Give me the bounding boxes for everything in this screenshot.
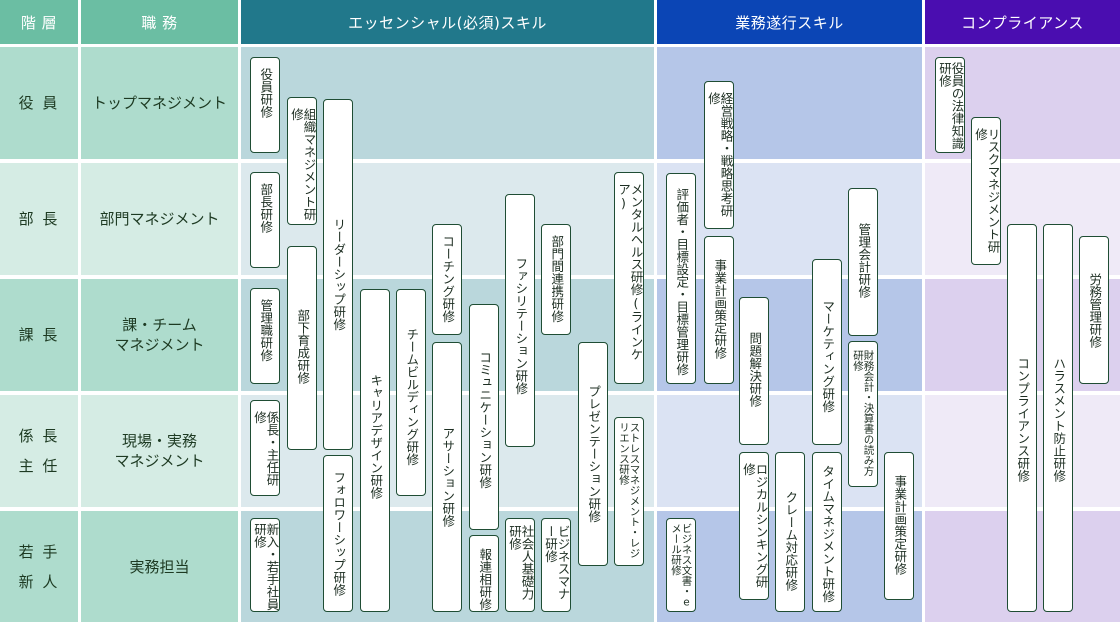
training-business-manners[interactable]: ビジネスマナー研修	[541, 518, 571, 612]
training-label: クレーム対応研修	[783, 491, 799, 591]
training-management-accounting[interactable]: 管理会計研修	[848, 188, 878, 336]
training-label: 管理職研修	[258, 299, 274, 362]
training-complaint-handling[interactable]: クレーム対応研修	[775, 452, 805, 612]
training-business-documents-email[interactable]: ビジネス文書・eメール研修	[666, 518, 696, 612]
training-basic-social-skills[interactable]: 社会人基礎力研修	[505, 518, 535, 612]
training-label: 財務会計・決算書の読み方研修	[852, 350, 875, 476]
role-section-chief: 課・チーム マネジメント	[81, 279, 238, 391]
training-labor-management[interactable]: 労務管理研修	[1079, 236, 1109, 384]
training-label: リスクマネジメント研修	[973, 128, 1001, 253]
level-department-head: 部 長	[0, 163, 78, 275]
training-label: タイムマネジメント研修	[820, 465, 836, 603]
training-evaluator-goal-setting[interactable]: 評価者・目標設定・目標管理研修	[666, 173, 696, 384]
training-label: 報連相研修	[477, 548, 493, 611]
training-label: コンプライアンス研修	[1015, 357, 1031, 482]
level-junior: 若 手 新 人	[0, 511, 78, 622]
training-label: 事業計画策定研修	[712, 259, 728, 359]
training-time-management[interactable]: タイムマネジメント研修	[812, 452, 842, 612]
training-compliance[interactable]: コンプライアンス研修	[1007, 224, 1037, 612]
training-presentation[interactable]: プレゼンテーション研修	[578, 342, 608, 566]
training-risk-management[interactable]: リスクマネジメント研修	[971, 117, 1001, 265]
training-mental-health[interactable]: メンタルヘルス研修(ラインケア)	[614, 172, 644, 384]
training-career-design[interactable]: キャリアデザイン研修	[360, 289, 390, 612]
training-coaching[interactable]: コーチング研修	[432, 224, 462, 335]
training-label: チームビルディング研修	[404, 328, 420, 466]
training-business-plan-lower[interactable]: 事業計画策定研修	[884, 452, 914, 600]
training-label: リーダーシップ研修	[331, 218, 347, 331]
training-label: ロジカルシンキング研修	[741, 463, 769, 588]
training-label: ファシリテーション研修	[513, 257, 529, 395]
training-executive-legal-knowledge[interactable]: 役員の法律知識研修	[935, 57, 965, 153]
training-label: 経営戦略・戦略思考研修	[706, 92, 734, 217]
training-business-plan-upper[interactable]: 事業計画策定研修	[704, 236, 734, 384]
level-supervisor: 係 長 主 任	[0, 395, 78, 507]
header-level: 階 層	[0, 0, 78, 44]
training-label: 部下育成研修	[295, 309, 311, 384]
training-problem-solving[interactable]: 問題解決研修	[739, 297, 769, 445]
training-label: アサーション研修	[440, 427, 456, 527]
training-label: 部長研修	[258, 183, 274, 233]
header-essential-skills: エッセンシャル(必須)スキル	[241, 0, 654, 44]
training-label: 組織マネジメント研修	[289, 108, 317, 221]
training-label: 係長・主任研修	[252, 411, 280, 486]
role-executive: トップマネジメント	[81, 47, 238, 159]
training-report-contact-consult[interactable]: 報連相研修	[469, 535, 499, 612]
business-band-row3	[657, 279, 922, 391]
training-communication[interactable]: コミュニケーション研修	[469, 304, 499, 530]
training-label: 問題解決研修	[747, 332, 763, 407]
training-label: フォロワーシップ研修	[331, 471, 347, 596]
training-manager[interactable]: 管理職研修	[250, 288, 280, 384]
training-label: 事業計画策定研修	[892, 475, 908, 575]
training-label: 管理会計研修	[856, 223, 872, 298]
training-subordinate-development[interactable]: 部下育成研修	[287, 246, 317, 450]
training-chief-supervisor[interactable]: 係長・主任研修	[250, 400, 280, 496]
training-followership[interactable]: フォロワーシップ研修	[323, 455, 353, 612]
training-assertion[interactable]: アサーション研修	[432, 342, 462, 612]
training-facilitation[interactable]: ファシリテーション研修	[505, 194, 535, 447]
training-stress-management-resilience[interactable]: ストレスマネジメント・レジリエンス研修	[614, 417, 644, 566]
training-label: 労務管理研修	[1087, 273, 1103, 348]
training-label: 新入・若手社員研修	[252, 523, 280, 611]
business-band-row2	[657, 163, 922, 275]
business-band-row1	[657, 47, 922, 159]
training-label: 部門間連携研修	[549, 235, 565, 323]
role-department-head: 部門マネジメント	[81, 163, 238, 275]
training-label: 社会人基礎力研修	[507, 525, 535, 600]
training-label: コミュニケーション研修	[477, 351, 493, 489]
level-executive: 役 員	[0, 47, 78, 159]
training-logical-thinking[interactable]: ロジカルシンキング研修	[739, 452, 769, 600]
role-supervisor: 現場・実務 マネジメント	[81, 395, 238, 507]
role-junior: 実務担当	[81, 511, 238, 622]
training-label: プレゼンテーション研修	[586, 385, 602, 523]
header-role: 職 務	[81, 0, 238, 44]
training-organization-management[interactable]: 組織マネジメント研修	[287, 97, 317, 225]
training-label: メンタルヘルス研修(ラインケア)	[616, 183, 644, 361]
header-business-skills: 業務遂行スキル	[657, 0, 922, 44]
training-label: ストレスマネジメント・レジリエンス研修	[618, 422, 641, 559]
training-leadership[interactable]: リーダーシップ研修	[323, 99, 353, 450]
training-department-head[interactable]: 部長研修	[250, 172, 280, 268]
training-label: マーケティング研修	[820, 300, 836, 413]
training-team-building[interactable]: チームビルディング研修	[396, 289, 426, 496]
training-label: キャリアデザイン研修	[368, 374, 384, 499]
training-label: ビジネス文書・eメール研修	[670, 523, 693, 609]
training-label: 役員の法律知識研修	[937, 62, 965, 150]
training-executive[interactable]: 役員研修	[250, 57, 280, 153]
training-label: コーチング研修	[440, 235, 456, 323]
level-section-chief: 課 長	[0, 279, 78, 391]
header-compliance: コンプライアンス	[925, 0, 1120, 44]
training-harassment-prevention[interactable]: ハラスメント防止研修	[1043, 224, 1073, 612]
training-label: ハラスメント防止研修	[1051, 357, 1067, 482]
training-financial-accounting[interactable]: 財務会計・決算書の読み方研修	[848, 341, 878, 487]
training-label: 役員研修	[258, 68, 274, 118]
training-label: 評価者・目標設定・目標管理研修	[674, 188, 690, 376]
training-new-junior-employee[interactable]: 新入・若手社員研修	[250, 518, 280, 612]
training-marketing[interactable]: マーケティング研修	[812, 259, 842, 445]
training-label: ビジネスマナー研修	[543, 525, 571, 600]
training-management-strategy[interactable]: 経営戦略・戦略思考研修	[704, 81, 734, 229]
training-interdepartmental-cooperation[interactable]: 部門間連携研修	[541, 224, 571, 335]
